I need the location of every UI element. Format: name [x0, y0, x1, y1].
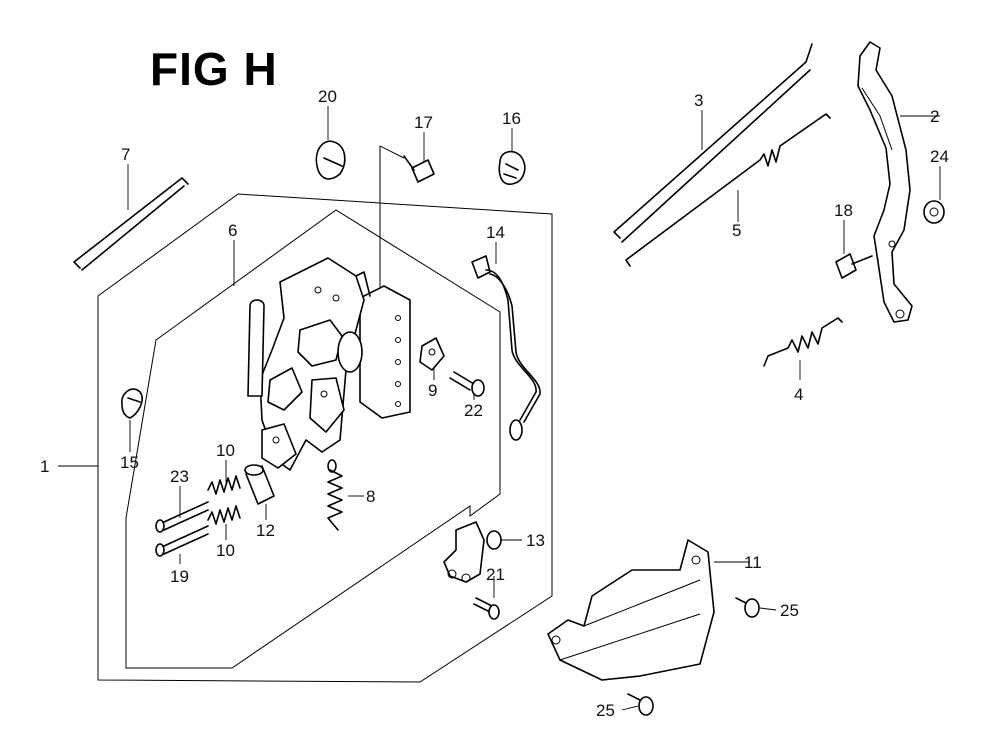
bracket-part-13: [443, 521, 502, 583]
callout-20: 20: [318, 87, 337, 106]
callout-7: 7: [121, 145, 130, 164]
bolt-part-18: [835, 253, 873, 279]
bolt-part-22: [449, 371, 485, 397]
spring-part-4: [763, 317, 843, 367]
callout-22: 22: [464, 401, 483, 420]
spring-part-10-upper: [207, 475, 241, 495]
assembly-frame-outer: [97, 193, 553, 683]
bolt-part-17: [403, 155, 435, 183]
callout-25-bottom: 25: [596, 701, 615, 720]
clip-part-15: [121, 388, 143, 419]
bolt-part-19: [155, 525, 209, 557]
spring-rod-part-5: [625, 113, 831, 267]
spring-part-8: [327, 459, 343, 531]
clip-part-20: [315, 140, 346, 180]
callout-24: 24: [930, 147, 949, 166]
callout-10-upper: 10: [216, 441, 235, 460]
callout-18: 18: [834, 201, 853, 220]
screw-part-21: [473, 597, 500, 620]
rod-part-3: [613, 43, 813, 243]
callout-4: 4: [794, 385, 803, 404]
assembly-frame-inner: [125, 209, 501, 669]
collar-part-12: [244, 464, 275, 505]
nut-part-24: [923, 200, 945, 224]
callout-10-lower: 10: [216, 541, 235, 560]
lever-part-2: [857, 41, 913, 323]
callout-1: 1: [40, 457, 49, 476]
callout-11: 11: [744, 553, 762, 572]
callout-23: 23: [170, 467, 189, 486]
callout-15: 15: [120, 453, 139, 472]
callout-2: 2: [930, 107, 939, 126]
callout-17: 17: [414, 113, 433, 132]
callout-14: 14: [486, 223, 505, 242]
callout-16: 16: [502, 109, 521, 128]
rod-part-14: [471, 255, 541, 441]
callout-5: 5: [732, 221, 741, 240]
callout-6: 6: [228, 221, 237, 240]
bolt-part-25-lower: [627, 693, 654, 716]
callout-21: 21: [486, 565, 505, 584]
callout-3: 3: [694, 91, 703, 110]
callout-12: 12: [256, 521, 275, 540]
figure-title: FIG H: [150, 43, 278, 95]
callout-9: 9: [428, 381, 437, 400]
governor-assembly: [247, 257, 411, 471]
leader-lines: [58, 106, 941, 711]
spring-part-10-lower: [207, 505, 241, 525]
pivot-part-9: [419, 337, 445, 371]
callout-8: 8: [366, 487, 375, 506]
bolt-part-25-upper: [735, 597, 760, 618]
callout-25-right: 25: [780, 601, 799, 620]
bolt-part-23: [155, 501, 209, 533]
callout-13: 13: [526, 531, 545, 550]
bracket-line: [379, 145, 405, 296]
cover-plate-part-11: [547, 539, 715, 681]
rod-part-7: [73, 177, 189, 271]
clip-part-16: [498, 150, 526, 185]
callout-19: 19: [170, 567, 189, 586]
